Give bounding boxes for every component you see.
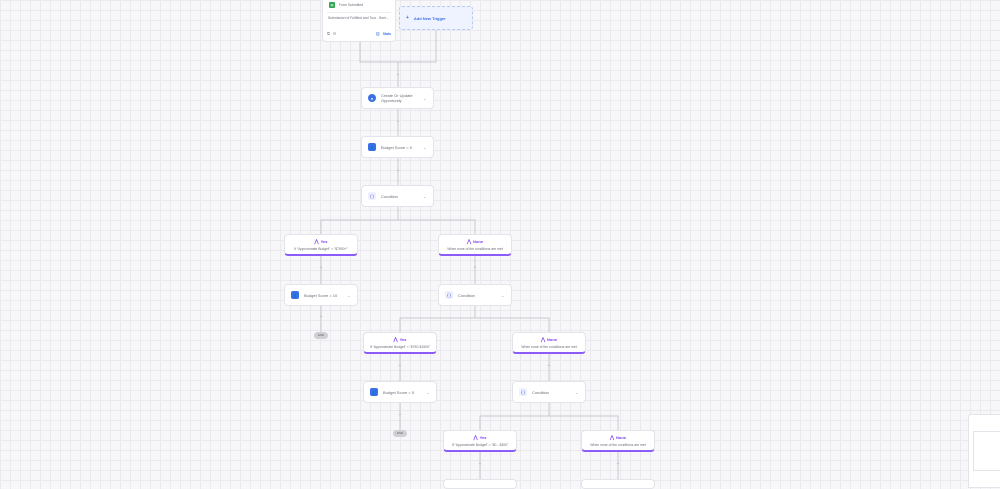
action-budget-score-0[interactable]: 👤 Budget Score = 0 ⌄	[361, 136, 434, 158]
action-create-opportunity[interactable]: ● Create Or Update Opportunity ⌄	[361, 87, 434, 109]
panel-content	[973, 431, 1000, 471]
branch-title: None	[616, 434, 627, 440]
chevron-down-icon[interactable]: ⌄	[426, 389, 430, 395]
branch-none-3[interactable]: ⋀None When none of the conditions are me…	[581, 430, 655, 452]
branch-yes-3[interactable]: ⋀Yes If “Approximate Budget” = “$0 - $30…	[443, 430, 517, 452]
braces-icon: {}	[445, 291, 453, 299]
branch-title: Yes	[479, 434, 487, 440]
condition-label: Condition	[381, 193, 398, 199]
braces-icon: {}	[519, 388, 527, 396]
settings-icon[interactable]: ⚙	[332, 31, 337, 36]
google-sheets-icon: ▤	[329, 2, 335, 8]
person-icon: 👤	[370, 388, 378, 396]
action-budget-score-10[interactable]: 👤 Budget Score = 10 ⌄	[284, 284, 358, 306]
svg-text:+: +	[617, 461, 620, 467]
chevron-down-icon[interactable]: ⌄	[423, 144, 427, 150]
next-node-partial[interactable]	[581, 479, 655, 489]
end-marker: END	[393, 430, 407, 437]
stats-link[interactable]: Stats	[382, 31, 391, 36]
chevron-down-icon[interactable]: ⌄	[501, 292, 505, 298]
svg-text:+: +	[397, 168, 400, 174]
trigger-description: Submission of Fulfilled and Tour - Snel.…	[328, 16, 389, 20]
svg-text:+: +	[548, 363, 551, 369]
branch-detail: When none of the conditions are met	[521, 344, 577, 349]
condition-node-2[interactable]: {} Condition ⌄	[438, 284, 512, 306]
action-label: Budget Score = 0	[381, 144, 413, 150]
split-icon: ⋀	[540, 336, 546, 343]
svg-text:+: +	[399, 412, 402, 418]
branch-title: Yes	[399, 336, 407, 342]
svg-text:+: +	[320, 265, 323, 271]
trigger-card[interactable]: ▤ Form Submitted Submission of Fulfilled…	[322, 0, 396, 42]
trigger-title: Form Submitted	[339, 3, 364, 7]
add-new-trigger-button[interactable]: + Add New Trigger	[399, 6, 473, 30]
condition-node-3[interactable]: {} Condition ⌄	[512, 381, 586, 403]
chevron-down-icon[interactable]: ⌄	[575, 389, 579, 395]
branch-yes-1[interactable]: ⋀Yes If “Approximate Budget” = “$7500+”	[284, 234, 358, 256]
split-icon: ⋀	[393, 336, 398, 343]
svg-text:+: +	[399, 363, 402, 369]
chevron-down-icon[interactable]: ⌄	[423, 95, 427, 101]
action-budget-score-5[interactable]: 👤 Budget Score = 5 ⌄	[363, 381, 437, 403]
action-label: Create Or Update Opportunity	[381, 93, 413, 103]
branch-detail: When none of the conditions are met	[590, 442, 646, 447]
person-icon: 👤	[368, 143, 376, 151]
condition-label: Condition	[458, 292, 475, 298]
branch-yes-2[interactable]: ⋀Yes If “Approximate Budget” = “$750-$15…	[363, 332, 437, 354]
braces-icon: {}	[368, 192, 376, 200]
branch-title: None	[473, 238, 484, 244]
plus-icon: +	[406, 15, 409, 21]
branch-title: None	[547, 336, 558, 342]
next-node-partial[interactable]	[443, 479, 517, 489]
condition-node-1[interactable]: {} Condition ⌄	[361, 185, 434, 207]
svg-text:+: +	[320, 314, 323, 320]
add-trigger-label: Add New Trigger	[413, 15, 446, 21]
action-label: Budget Score = 5	[383, 389, 415, 395]
person-icon: 👤	[291, 291, 299, 299]
svg-text:+: +	[479, 461, 482, 467]
split-icon: ⋀	[609, 434, 615, 441]
branch-detail: If “Approximate Budget” = “$750-$1500”	[369, 344, 431, 349]
chevron-down-icon[interactable]: ⌄	[347, 292, 351, 298]
chevron-down-icon[interactable]: ⌄	[423, 193, 427, 199]
branch-title: Yes	[320, 238, 328, 244]
branch-detail: When none of the conditions are met	[447, 246, 503, 251]
branch-detail: If “Approximate Budget” = “$0 - $300”	[451, 442, 509, 447]
split-icon: ⋀	[466, 238, 472, 245]
copy-icon[interactable]: ⧉	[327, 31, 330, 36]
end-marker: END	[314, 332, 328, 339]
action-label: Budget Score = 10	[304, 292, 338, 298]
split-icon: ⋀	[473, 434, 478, 441]
branch-none-1[interactable]: ⋀None When none of the conditions are me…	[438, 234, 512, 256]
branch-none-2[interactable]: ⋀None When none of the conditions are me…	[512, 332, 586, 354]
bar-chart-icon: ▥	[375, 31, 380, 36]
opportunity-icon: ●	[368, 94, 376, 102]
branch-detail: If “Approximate Budget” = “$7500+”	[294, 246, 348, 251]
svg-text:+: +	[474, 265, 477, 271]
condition-label: Condition	[532, 389, 549, 395]
svg-text:+: +	[397, 72, 400, 78]
side-panel[interactable]	[968, 414, 1000, 488]
svg-text:+: +	[397, 119, 400, 125]
divider	[327, 12, 391, 13]
split-icon: ⋀	[314, 238, 319, 245]
